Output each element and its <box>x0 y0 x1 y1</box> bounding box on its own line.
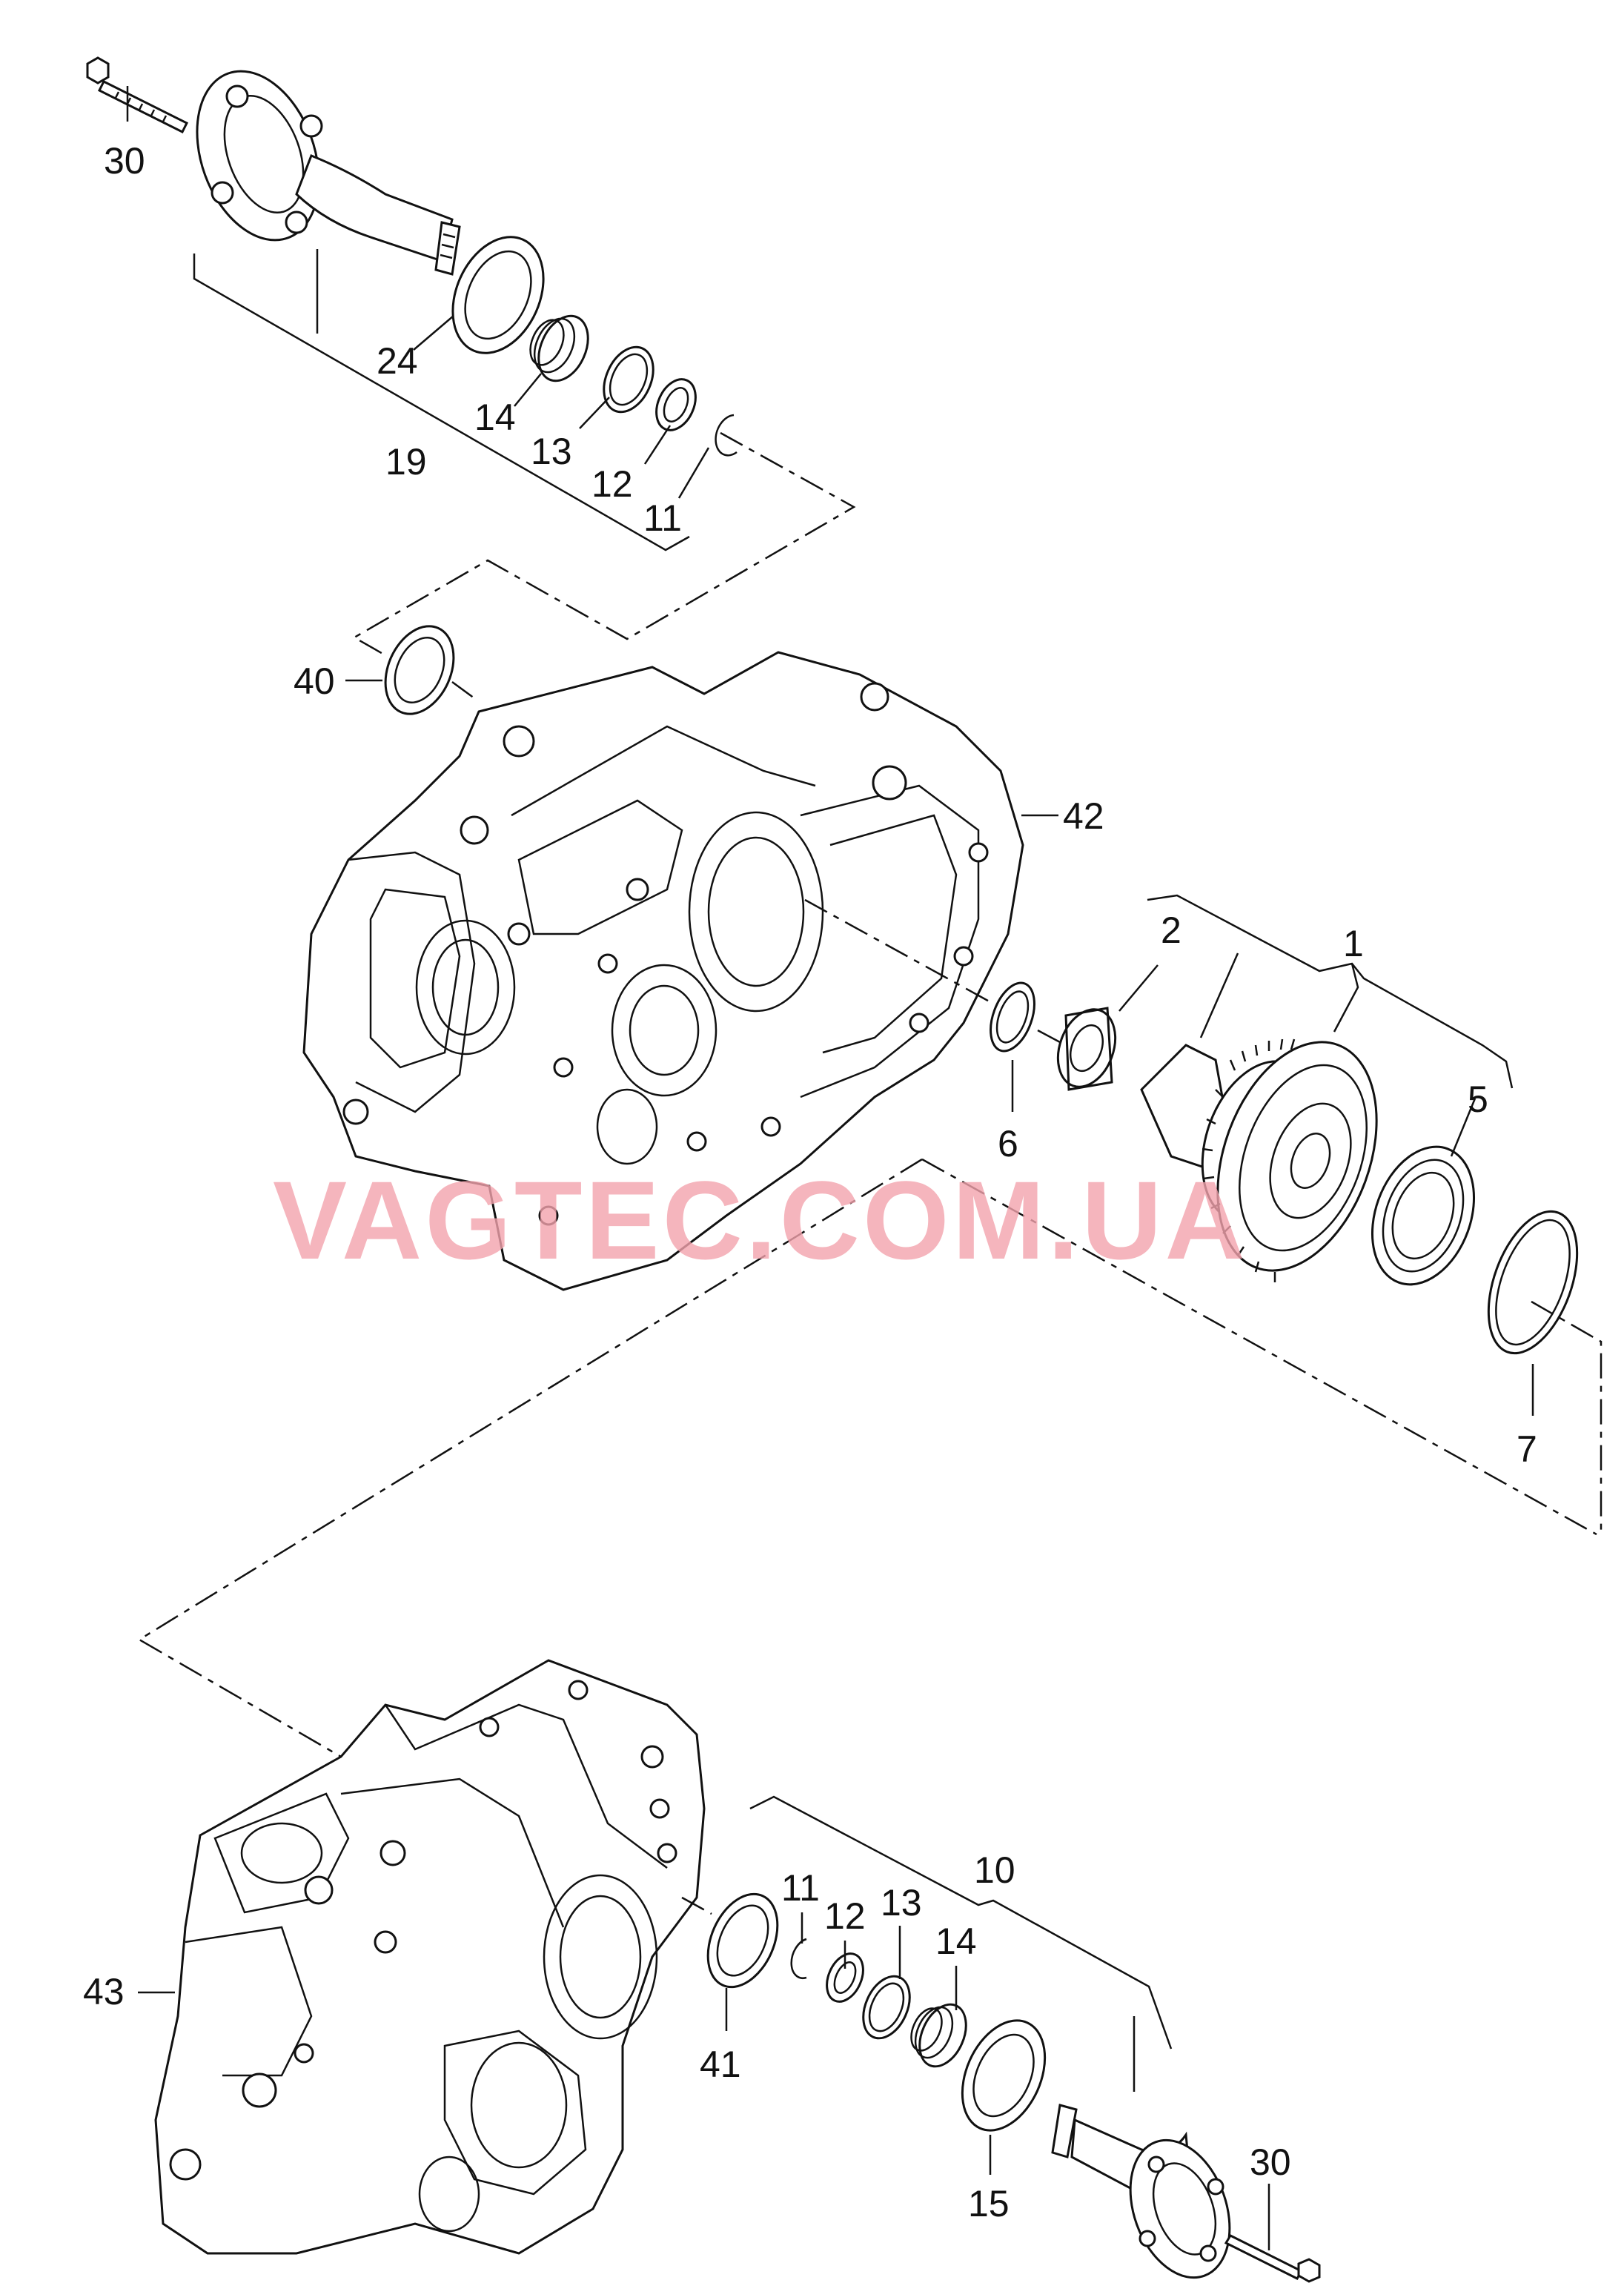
top-spring-14 <box>529 314 589 382</box>
callout-19: 19 <box>385 441 427 483</box>
shim-6 <box>990 981 1035 1053</box>
top-shaft-seal-24 <box>451 236 545 354</box>
callout-43: 43 <box>83 1971 125 2012</box>
callout-1: 1 <box>1343 923 1364 964</box>
callout-13-top: 13 <box>531 431 572 472</box>
bottom-bolt-30 <box>1224 2234 1321 2283</box>
callout-41: 41 <box>700 2044 741 2085</box>
bottom-drive-flange <box>1051 2104 1231 2279</box>
top-drive-flange <box>196 70 461 276</box>
top-circlip-11 <box>715 414 738 457</box>
callout-2: 2 <box>1161 909 1181 951</box>
gearbox-housing-43 <box>154 1659 706 2255</box>
callout-12-top: 12 <box>591 463 633 505</box>
callout-40: 40 <box>294 660 335 702</box>
callout-13-bottom: 13 <box>881 1882 922 1924</box>
top-bolt-30 <box>86 56 189 134</box>
callout-12-bottom: 12 <box>824 1895 866 1937</box>
differential-gear-1 <box>1140 1038 1378 1282</box>
callout-6: 6 <box>998 1123 1018 1164</box>
callout-11-top: 11 <box>643 497 682 539</box>
callout-42: 42 <box>1063 795 1104 837</box>
bearing-5 <box>1371 1145 1476 1286</box>
callout-11-bottom: 11 <box>781 1867 820 1909</box>
top-thrust-washer-12 <box>655 378 697 431</box>
callout-14-top: 14 <box>474 397 516 438</box>
watermark: VAGTEC.COM.UA <box>273 1158 1248 1282</box>
callout-30-bottom: 30 <box>1250 2141 1291 2183</box>
shaft-seal-15 <box>961 2019 1047 2132</box>
tapered-bearing-2 <box>1056 1007 1117 1091</box>
gearbox-housing-42 <box>302 651 1024 1291</box>
thrust-washer-12-bottom <box>826 1952 864 2003</box>
callout-15: 15 <box>968 2183 1010 2224</box>
callout-30-top: 30 <box>104 140 145 182</box>
seal-40 <box>384 625 455 715</box>
callout-10: 10 <box>974 1849 1015 1891</box>
callout-14-bottom: 14 <box>935 1921 977 1962</box>
circlip-11-bottom <box>790 1938 807 1979</box>
callout-24: 24 <box>377 340 418 382</box>
spring-14-bottom <box>910 2003 967 2068</box>
callout-7: 7 <box>1517 1428 1537 1470</box>
top-ring-13 <box>603 345 654 414</box>
shim-7 <box>1487 1210 1579 1355</box>
seal-41 <box>706 1892 779 1989</box>
ring-13-bottom <box>862 1975 911 2040</box>
callout-5: 5 <box>1468 1078 1488 1120</box>
